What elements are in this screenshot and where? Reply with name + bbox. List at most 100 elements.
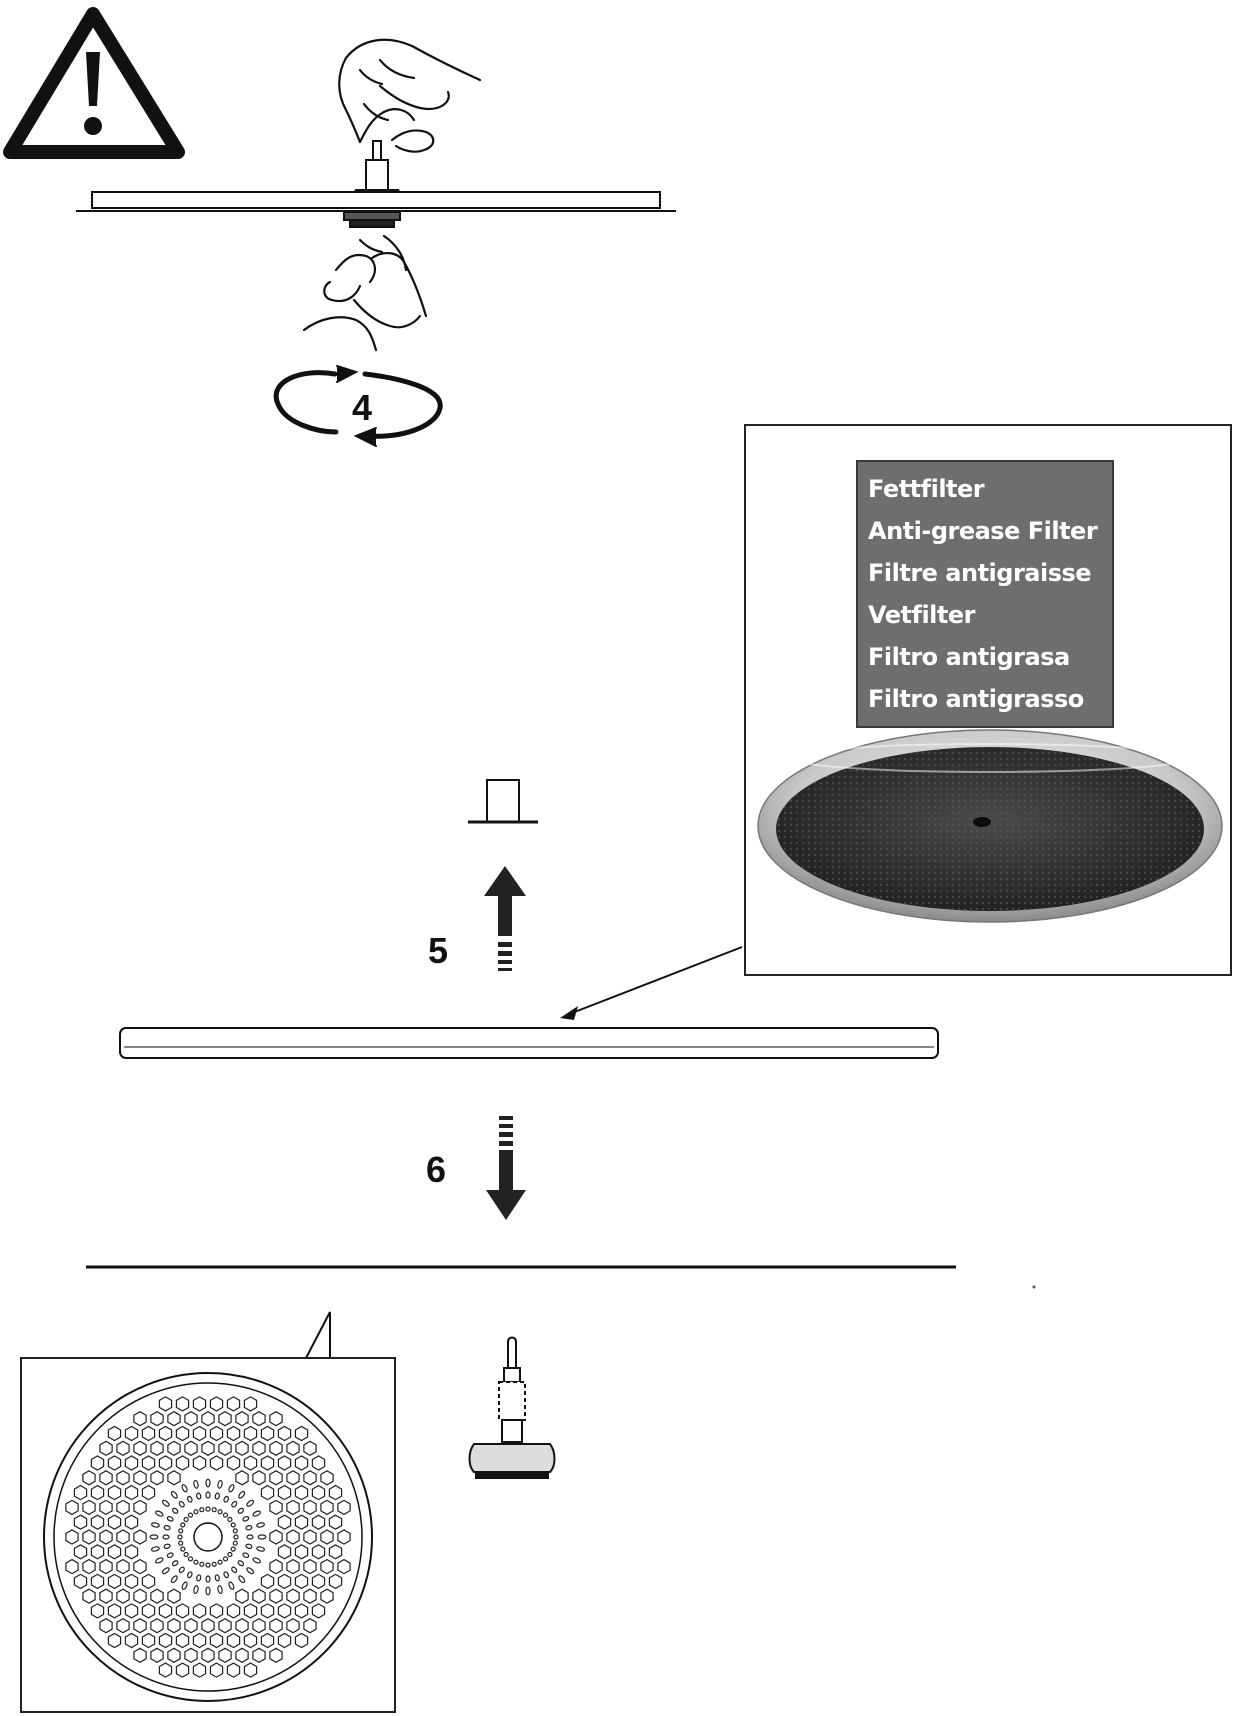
mesh-hole — [99, 1529, 113, 1545]
mesh-hole — [192, 1425, 207, 1442]
mesh-hole — [107, 1632, 122, 1649]
lower-hand — [302, 234, 428, 352]
mesh-hole — [226, 1662, 241, 1678]
mesh-hole — [124, 1484, 139, 1501]
mesh-hole — [252, 1618, 266, 1634]
mesh-hole — [90, 1603, 105, 1619]
mesh-hole — [252, 1647, 266, 1663]
mesh-slot — [237, 1560, 245, 1567]
mesh-hole — [243, 1425, 258, 1442]
mesh-hole — [269, 1411, 283, 1427]
mesh-slot — [232, 1528, 238, 1534]
mesh-hole — [235, 1647, 249, 1663]
mesh-slot — [252, 1510, 261, 1517]
mesh-hole — [286, 1470, 300, 1486]
arrow-up-icon — [484, 866, 526, 971]
mesh-hole — [192, 1603, 207, 1619]
mesh-hole — [201, 1411, 215, 1427]
mesh-hole — [277, 1514, 292, 1530]
mesh-hole — [175, 1455, 190, 1471]
mesh-hole — [311, 1573, 326, 1590]
mesh-hole — [269, 1499, 283, 1516]
mesh-hole — [252, 1411, 266, 1427]
step-number-6: 6 — [426, 1149, 447, 1190]
mesh-slot — [193, 1585, 199, 1595]
mesh-hole — [209, 1396, 224, 1412]
mesh-hole — [218, 1647, 232, 1663]
mesh-hole — [311, 1544, 326, 1560]
mesh-hole — [167, 1618, 181, 1634]
mesh-slot — [232, 1540, 238, 1546]
mesh-slot — [205, 1586, 211, 1596]
mesh-hole — [294, 1514, 309, 1530]
mesh-slot — [187, 1512, 194, 1518]
filter-label-en: Anti-grease Filter — [868, 517, 1098, 545]
mesh-hole — [226, 1603, 241, 1619]
filter-label-it: Filtro antigrasso — [868, 685, 1084, 713]
mesh-hole — [260, 1632, 275, 1649]
mesh-hole — [73, 1573, 88, 1590]
arrow-down-icon — [486, 1116, 526, 1220]
mesh-slot — [245, 1543, 253, 1549]
mesh-slot — [155, 1510, 164, 1517]
pointer-line — [560, 946, 743, 1020]
mesh-hole — [277, 1544, 292, 1560]
mesh-hole — [277, 1484, 292, 1501]
filter-label-fr: Filtre antigraisse — [868, 559, 1092, 587]
mesh-slot — [227, 1551, 233, 1558]
filter-photo — [757, 729, 1223, 923]
mesh-hole — [286, 1588, 300, 1604]
mesh-hole — [150, 1470, 164, 1486]
mesh-hole — [107, 1484, 122, 1501]
mesh-slot — [252, 1557, 261, 1564]
filter-plate-side-top — [76, 191, 676, 228]
mesh-hole — [133, 1588, 147, 1604]
mesh-hole — [286, 1618, 300, 1634]
mesh-hole — [107, 1514, 122, 1530]
mesh-hole — [65, 1558, 79, 1575]
mesh-hole — [269, 1618, 283, 1634]
filter-plate-side-middle — [119, 1027, 939, 1059]
mesh-hole — [201, 1618, 215, 1634]
mesh-hole — [184, 1647, 198, 1663]
mesh-hole — [209, 1425, 224, 1442]
mesh-slot — [242, 1552, 250, 1559]
mesh-hole — [99, 1558, 113, 1575]
mesh-hole — [82, 1588, 96, 1604]
mesh-slot — [149, 1534, 159, 1540]
mesh-slot — [246, 1567, 255, 1575]
mesh-hole — [243, 1632, 258, 1649]
mesh-hole — [286, 1440, 300, 1456]
mesh-slot — [178, 1540, 184, 1546]
mesh-hole — [328, 1514, 343, 1530]
mesh-slot — [217, 1585, 223, 1595]
mesh-slot — [230, 1546, 236, 1552]
mesh-slot — [227, 1516, 233, 1523]
mesh-slot — [177, 1534, 183, 1540]
mesh-slot — [238, 1490, 246, 1499]
mesh-hole — [201, 1647, 215, 1663]
mesh-hole — [73, 1544, 88, 1560]
mesh-slot — [205, 1562, 211, 1568]
mesh-slot — [183, 1551, 189, 1558]
mesh-hole — [184, 1618, 198, 1634]
mesh-hole — [124, 1514, 139, 1530]
mesh-hole — [294, 1632, 309, 1649]
mesh-hole — [167, 1647, 181, 1663]
mesh-hole — [226, 1425, 241, 1442]
mesh-slot — [196, 1492, 202, 1500]
mesh-slot — [223, 1571, 230, 1579]
mesh-hole — [133, 1558, 147, 1575]
mesh-hole — [226, 1455, 241, 1471]
mesh-hole — [167, 1470, 181, 1486]
mesh-hole — [328, 1544, 343, 1560]
mesh-slot — [163, 1543, 171, 1549]
mesh-slot — [180, 1522, 186, 1528]
mesh-hole — [116, 1440, 130, 1456]
mesh-hole — [260, 1484, 275, 1501]
mesh-hole — [192, 1632, 207, 1649]
mesh-slot — [196, 1574, 202, 1582]
mesh-hole — [82, 1558, 96, 1575]
removed-spindle — [468, 1336, 556, 1479]
mesh-slot — [181, 1581, 188, 1590]
